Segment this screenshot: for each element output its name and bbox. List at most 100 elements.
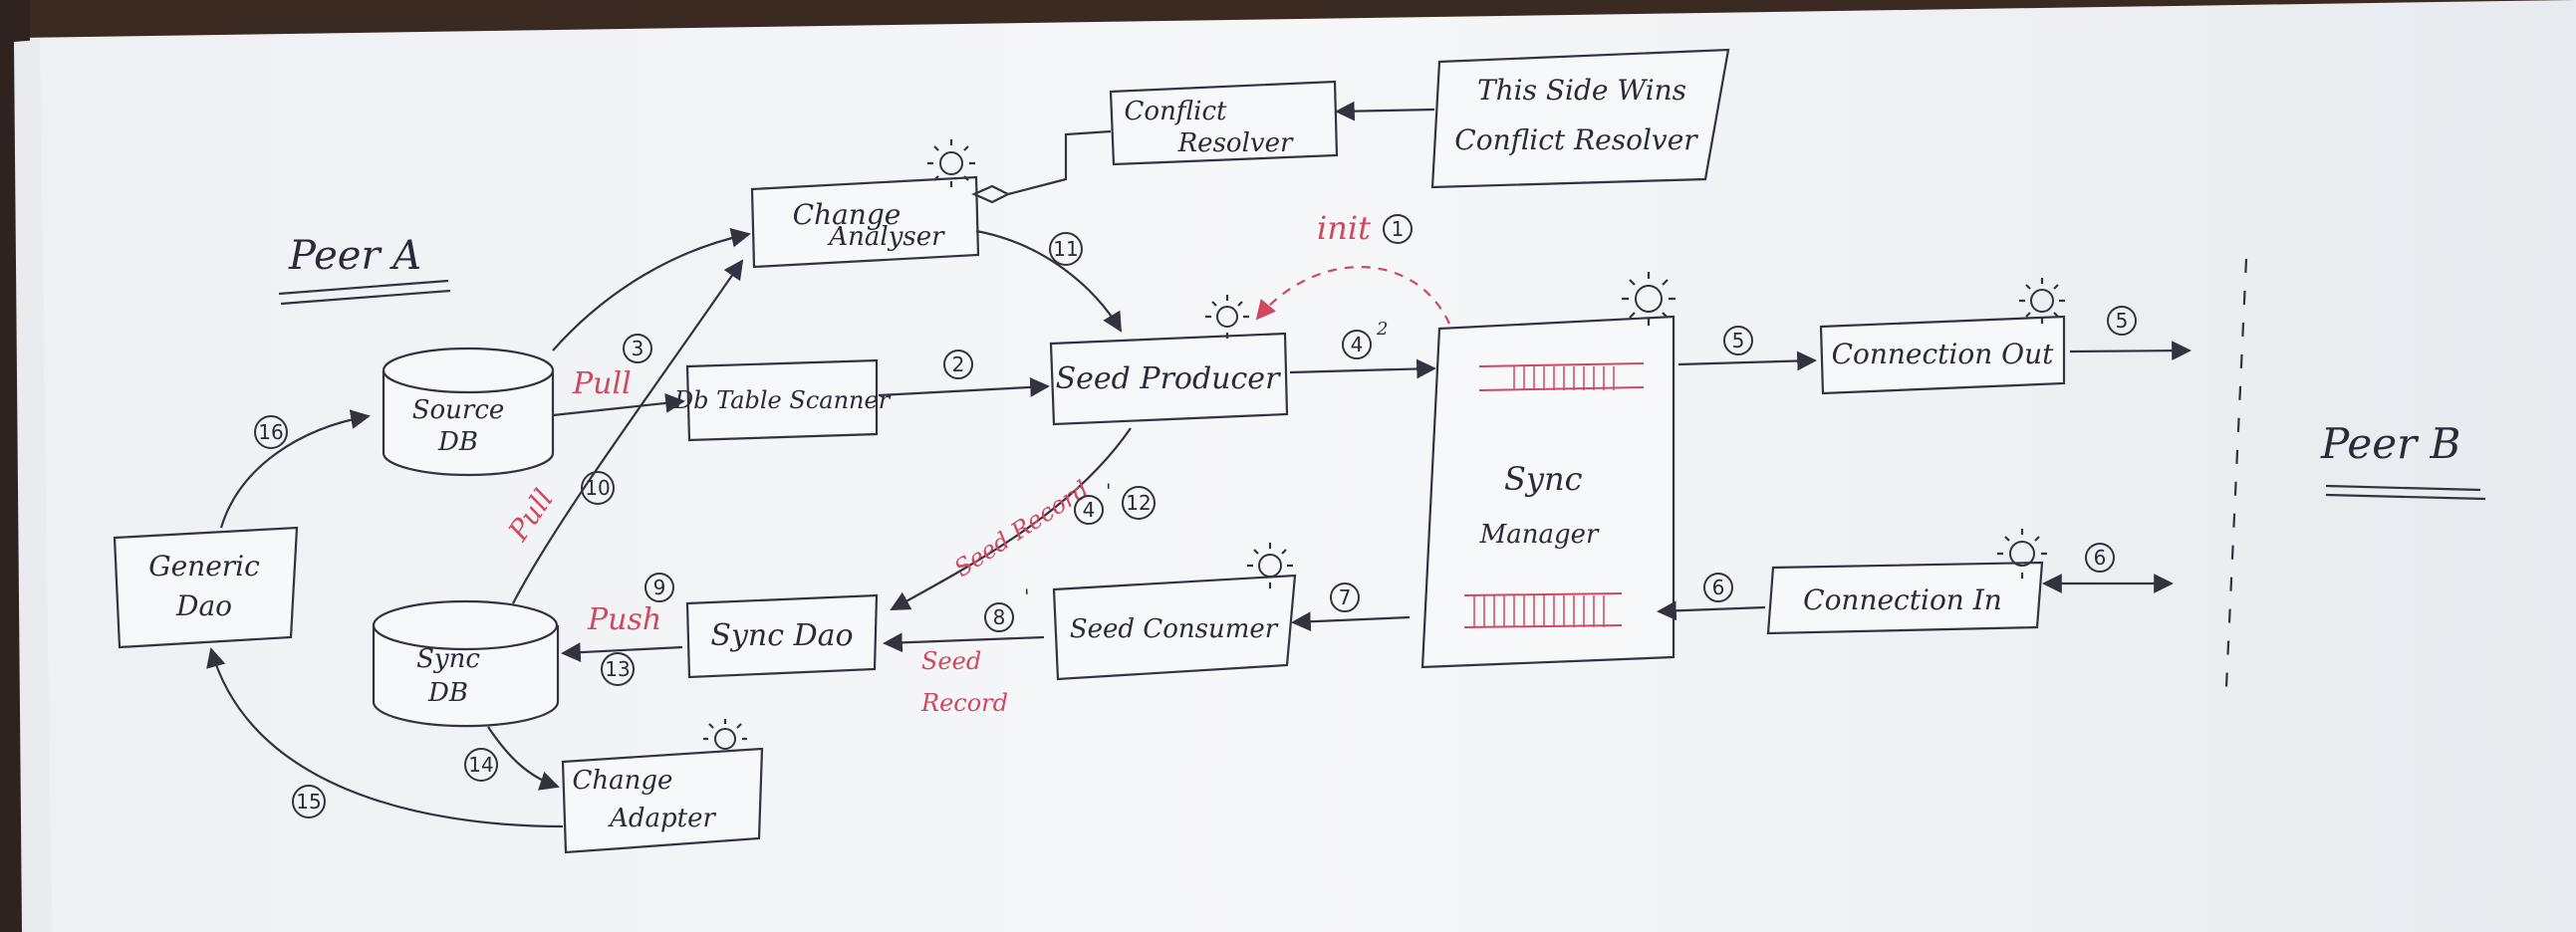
svg-text:16: 16 xyxy=(258,420,283,444)
svg-text:This Side Wins: This Side Wins xyxy=(1477,74,1686,107)
edge-4-2 xyxy=(1289,358,1436,379)
seed-record-label-lower-2: Record xyxy=(920,689,1008,717)
paper-sheet-edge xyxy=(14,40,52,932)
svg-text:2: 2 xyxy=(1376,319,1388,340)
pull-label-top: Pull xyxy=(572,366,632,401)
sun-icon xyxy=(1205,295,1249,339)
svg-text:Resolver: Resolver xyxy=(1177,128,1294,158)
svg-text:Change: Change xyxy=(793,198,902,231)
push-label: Push xyxy=(587,602,661,637)
svg-text:Dao: Dao xyxy=(175,589,232,622)
svg-text:10: 10 xyxy=(585,476,610,500)
edge-2 xyxy=(878,377,1050,397)
svg-text:Manager: Manager xyxy=(1479,520,1600,550)
edge-11 xyxy=(975,229,1123,333)
step-10: 10 xyxy=(581,471,615,505)
conflict-resolver-node[interactable]: Conflict Resolver xyxy=(1109,80,1339,166)
step-9: 9 xyxy=(644,573,674,602)
db-table-scanner-node[interactable]: Db Table Scanner xyxy=(673,358,892,442)
svg-text:Connection Out: Connection Out xyxy=(1832,338,2055,370)
this-side-wins-resolver-node[interactable]: This Side Wins Conflict Resolver xyxy=(1430,48,1730,189)
svg-text:15: 15 xyxy=(296,790,321,814)
change-analyser-node[interactable]: Change Analyser xyxy=(750,139,980,269)
svg-text:3: 3 xyxy=(632,337,644,360)
step-2: 2 xyxy=(943,350,973,379)
svg-text:5: 5 xyxy=(2116,309,2129,333)
step-4-2: 4 2 xyxy=(1342,319,1388,359)
svg-text:Analyser: Analyser xyxy=(827,222,945,252)
step-5a: 5 xyxy=(1723,326,1753,355)
svg-text:Sync Dao: Sync Dao xyxy=(710,618,853,653)
connection-out-node[interactable]: Connection Out xyxy=(1819,278,2066,395)
step-7: 7 xyxy=(1330,582,1360,612)
step-12: 12 xyxy=(1122,486,1156,520)
change-adapter-node[interactable]: Change Adapter xyxy=(561,719,764,854)
edge-source-to-analyser xyxy=(552,227,751,351)
step-11: 11 xyxy=(1049,232,1083,266)
svg-text:Seed Consumer: Seed Consumer xyxy=(1070,614,1279,644)
step-4-prime: 4 ' xyxy=(1074,479,1112,525)
step-16: 16 xyxy=(254,415,288,449)
sun-icon xyxy=(927,139,975,187)
svg-text:4: 4 xyxy=(1351,333,1364,356)
paper-sheet xyxy=(18,0,2576,932)
seed-record-label-lower-1: Seed xyxy=(921,647,981,675)
svg-text:9: 9 xyxy=(653,576,666,599)
step-1: 1 xyxy=(1383,214,1413,244)
edge-16 xyxy=(219,409,371,529)
sun-icon xyxy=(703,719,747,750)
svg-text:5: 5 xyxy=(1732,329,1745,352)
svg-text:12: 12 xyxy=(1126,491,1151,515)
edge-15 xyxy=(206,647,564,828)
seed-producer-node[interactable]: Seed Producer xyxy=(1049,295,1289,426)
peer-b-label: Peer B xyxy=(2320,419,2486,501)
svg-text:Connection In: Connection In xyxy=(1803,583,2002,616)
outgoing-queue xyxy=(1478,362,1645,391)
edge-seed-record xyxy=(890,427,1132,610)
sun-icon xyxy=(1997,529,2047,579)
edge-5b xyxy=(2069,341,2191,361)
peer-a-label: Peer A xyxy=(278,233,451,306)
edge-6a xyxy=(1657,600,1766,621)
incoming-queue xyxy=(1463,592,1623,628)
step-8: 8 ' xyxy=(984,584,1030,632)
edge-resolver-aggregation xyxy=(971,129,1112,204)
edge-this-side-wins-to-resolver xyxy=(1335,101,1435,121)
svg-text:6: 6 xyxy=(2094,546,2107,570)
svg-text:8: 8 xyxy=(993,605,1006,629)
edge-push xyxy=(561,642,683,662)
step-5b: 5 xyxy=(2107,306,2137,336)
sync-dao-node[interactable]: Sync Dao xyxy=(685,593,879,679)
step-6b: 6 xyxy=(2085,543,2115,573)
svg-text:13: 13 xyxy=(605,657,630,681)
svg-text:DB: DB xyxy=(427,678,468,708)
step-3: 3 xyxy=(623,334,652,363)
edge-init xyxy=(1255,266,1450,325)
svg-text:Seed Producer: Seed Producer xyxy=(1056,361,1281,396)
edge-pull xyxy=(552,393,685,417)
svg-text:Change: Change xyxy=(573,766,673,796)
generic-dao-node[interactable]: Generic Dao xyxy=(113,526,299,649)
svg-text:Generic: Generic xyxy=(148,550,260,582)
edge-10 xyxy=(512,259,744,604)
step-13: 13 xyxy=(601,652,635,686)
svg-text:4: 4 xyxy=(1083,498,1096,522)
svg-text:2: 2 xyxy=(952,352,965,376)
source-db-node[interactable]: Source DB xyxy=(382,347,555,477)
edge-7 xyxy=(1291,611,1411,632)
connection-in-node[interactable]: Connection In xyxy=(1766,529,2047,635)
svg-text:11: 11 xyxy=(1053,237,1078,261)
svg-text:Db Table Scanner: Db Table Scanner xyxy=(673,386,892,414)
sync-db-node[interactable]: Sync DB xyxy=(372,599,560,728)
svg-text:': ' xyxy=(1106,479,1112,503)
svg-text:1: 1 xyxy=(1392,217,1405,241)
svg-text:Adapter: Adapter xyxy=(608,804,716,833)
seed-consumer-node[interactable]: Seed Consumer xyxy=(1052,543,1297,681)
svg-text:Sync: Sync xyxy=(416,644,480,674)
svg-text:Peer A: Peer A xyxy=(288,233,421,279)
sync-manager-node[interactable]: Sync Manager xyxy=(1420,272,1675,669)
peer-divider xyxy=(2224,258,2248,688)
step-15: 15 xyxy=(292,785,326,818)
svg-text:Sync: Sync xyxy=(1504,460,1583,498)
